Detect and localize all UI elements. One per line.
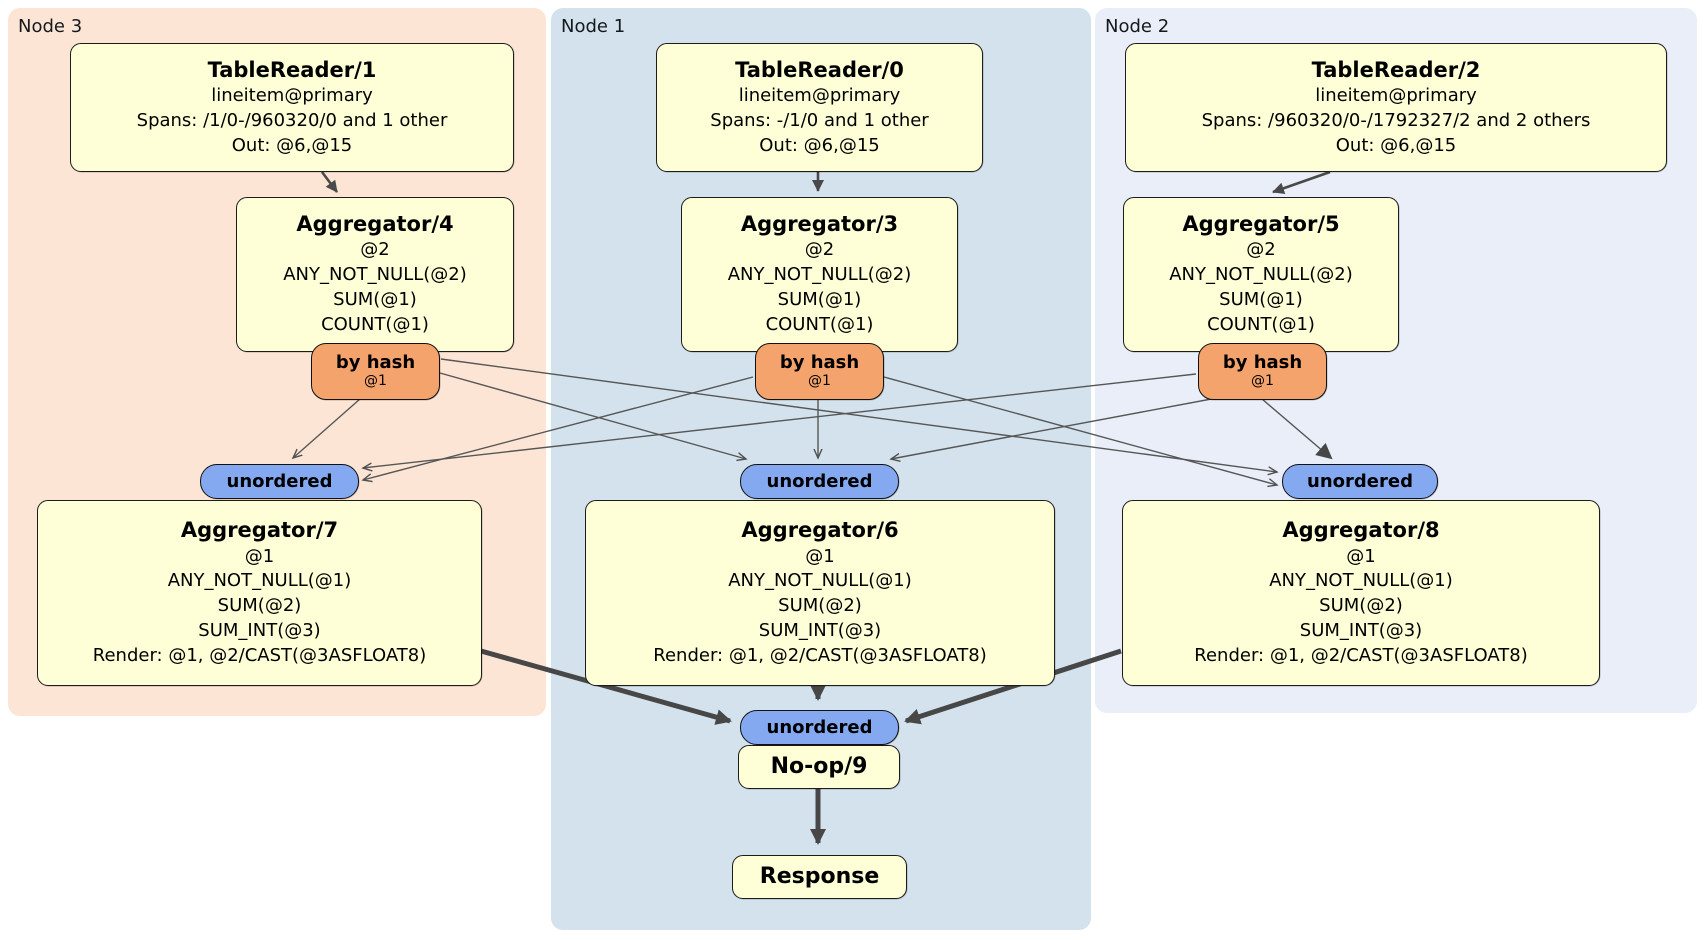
processor-line: lineitem@primary: [738, 84, 901, 106]
processor-aggregator-6: Aggregator/6 @1 ANY_NOT_NULL(@1) SUM(@2)…: [585, 500, 1055, 686]
sync-unordered-badge: unordered: [200, 464, 359, 499]
processor-title: Aggregator/4: [296, 212, 454, 237]
processor-title: Aggregator/3: [740, 212, 899, 237]
router-detail: @1: [808, 373, 831, 390]
processor-title: Aggregator/7: [180, 518, 339, 543]
processor-aggregator-7: Aggregator/7 @1 ANY_NOT_NULL(@1) SUM(@2)…: [37, 500, 482, 686]
processor-line: Out: @6,@15: [759, 134, 880, 156]
processor-line: SUM_INT(@3): [1299, 620, 1423, 642]
processor-line: COUNT(@1): [765, 313, 874, 335]
processor-line: SUM(@2): [1319, 595, 1403, 617]
processor-line: SUM(@1): [777, 289, 862, 311]
processor-line: @2: [804, 239, 835, 261]
processor-line: ANY_NOT_NULL(@1): [728, 570, 912, 592]
processor-line: @2: [1246, 239, 1276, 261]
processor-line: ANY_NOT_NULL(@2): [1169, 264, 1353, 286]
processor-title: TableReader/2: [1311, 57, 1481, 82]
sync-label: unordered: [1307, 471, 1413, 492]
response-box: Response: [732, 855, 907, 899]
processor-title: Aggregator/6: [741, 518, 899, 543]
processor-title: No-op/9: [770, 753, 868, 779]
processor-line: COUNT(@1): [1207, 313, 1315, 335]
processor-line: ANY_NOT_NULL(@2): [283, 264, 467, 286]
processor-line: Spans: /960320/0-/1792327/2 and 2 others: [1201, 109, 1591, 131]
router-detail: @1: [364, 373, 387, 390]
node-label: Node 1: [561, 16, 626, 37]
sync-label: unordered: [766, 717, 873, 738]
sync-unordered-badge: unordered: [1282, 464, 1438, 499]
processor-line: Spans: /1/0-/960320/0 and 1 other: [136, 109, 448, 131]
processor-aggregator-4: Aggregator/4 @2 ANY_NOT_NULL(@2) SUM(@1)…: [236, 197, 514, 352]
router-by-hash-badge: by hash @1: [755, 343, 884, 400]
router-by-hash-badge: by hash @1: [1198, 343, 1327, 400]
processor-title: Aggregator/5: [1182, 212, 1340, 237]
sync-unordered-badge: unordered: [740, 464, 899, 499]
processor-line: @1: [1346, 545, 1376, 567]
processor-line: SUM(@2): [217, 595, 302, 617]
router-label: by hash: [335, 352, 416, 374]
processor-line: SUM(@1): [1219, 289, 1303, 311]
processor-line: Render: @1, @2/CAST(@3ASFLOAT8): [1194, 644, 1528, 666]
processor-line: Render: @1, @2/CAST(@3ASFLOAT8): [92, 644, 427, 666]
processor-aggregator-5: Aggregator/5 @2 ANY_NOT_NULL(@2) SUM(@1)…: [1123, 197, 1399, 352]
processor-line: Out: @6,@15: [1335, 134, 1457, 156]
node-label: Node 3: [18, 16, 83, 37]
sync-unordered-badge: unordered: [740, 710, 899, 745]
processor-aggregator-3: Aggregator/3 @2 ANY_NOT_NULL(@2) SUM(@1)…: [681, 197, 958, 352]
processor-line: lineitem@primary: [211, 84, 373, 106]
processor-line: @1: [805, 545, 835, 567]
processor-line: SUM_INT(@3): [198, 620, 321, 642]
processor-line: @1: [244, 545, 275, 567]
response-title: Response: [759, 863, 880, 889]
processor-title: Aggregator/8: [1282, 518, 1440, 543]
sync-label: unordered: [226, 471, 333, 492]
processor-line: ANY_NOT_NULL(@1): [1269, 570, 1453, 592]
node-label: Node 2: [1105, 16, 1170, 37]
processor-line: Render: @1, @2/CAST(@3ASFLOAT8): [653, 644, 987, 666]
processor-line: SUM(@2): [778, 595, 862, 617]
processor-title: TableReader/0: [735, 57, 904, 82]
processor-tablereader-1: TableReader/1 lineitem@primary Spans: /1…: [70, 43, 514, 172]
processor-title: TableReader/1: [207, 57, 377, 82]
router-detail: @1: [1251, 373, 1274, 390]
processor-tablereader-0: TableReader/0 lineitem@primary Spans: -/…: [656, 43, 983, 172]
sync-label: unordered: [766, 471, 873, 492]
processor-line: SUM_INT(@3): [758, 620, 882, 642]
router-label: by hash: [779, 352, 860, 374]
processor-line: lineitem@primary: [1315, 84, 1477, 106]
processor-line: Spans: -/1/0 and 1 other: [710, 109, 929, 131]
processor-line: Out: @6,@15: [231, 134, 353, 156]
processor-line: ANY_NOT_NULL(@1): [167, 570, 352, 592]
processor-tablereader-2: TableReader/2 lineitem@primary Spans: /9…: [1125, 43, 1667, 172]
processor-noop: No-op/9: [738, 745, 900, 789]
processor-line: COUNT(@1): [321, 313, 429, 335]
processor-line: ANY_NOT_NULL(@2): [727, 264, 912, 286]
router-label: by hash: [1222, 352, 1303, 374]
processor-line: @2: [360, 239, 390, 261]
processor-line: SUM(@1): [333, 289, 417, 311]
router-by-hash-badge: by hash @1: [311, 343, 440, 400]
processor-aggregator-8: Aggregator/8 @1 ANY_NOT_NULL(@1) SUM(@2)…: [1122, 500, 1600, 686]
